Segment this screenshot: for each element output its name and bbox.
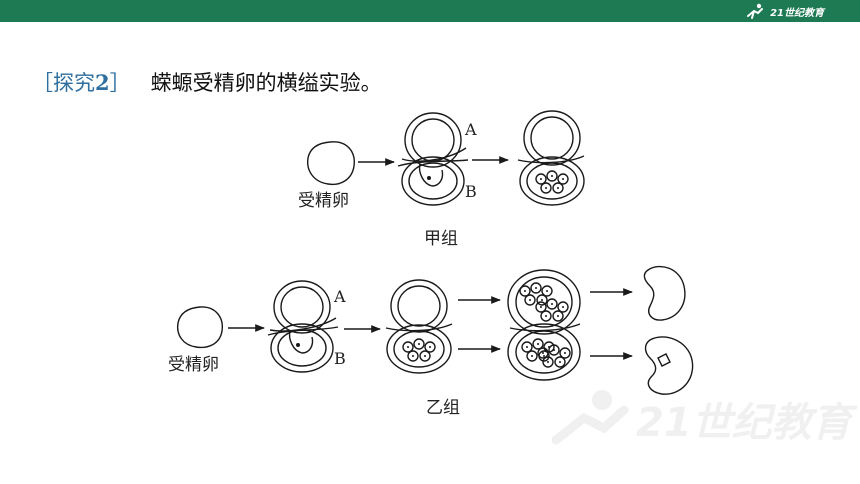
fertilized-egg [307, 141, 355, 186]
egg-label: 受精卵 [298, 191, 349, 211]
dividing-embryo [517, 110, 585, 206]
watermark: 21世纪教育 [551, 390, 858, 446]
constricted-egg [397, 112, 469, 206]
embryo-upper [643, 265, 686, 321]
group-b-caption: 乙组 [426, 398, 460, 418]
dividing-embryo [385, 279, 453, 374]
watermark-text: 21世纪教育 [636, 400, 858, 446]
embryo-lower [644, 336, 694, 395]
page-title: 蝾螈受精卵的横缢实验。 [150, 71, 382, 95]
section-title: ［探究2］ 蝾螈受精卵的横缢实验。 [32, 66, 382, 98]
label-b: B [334, 349, 346, 368]
section-tag: ［探究2］ [32, 70, 131, 95]
top-banner: 21世纪教育 [0, 0, 860, 22]
group-b: 受精卵 A B [168, 265, 694, 418]
fertilized-egg [176, 306, 223, 349]
runner-logo-icon [747, 3, 764, 19]
released-embryo [507, 269, 581, 381]
runner-logo-icon [551, 390, 629, 445]
brand-text: 21世纪教育 [770, 7, 824, 19]
group-a: 受精卵 A B 甲组 [298, 110, 585, 249]
label-b: B [465, 182, 477, 201]
brand-logo: 21世纪教育 [745, 2, 824, 20]
group-a-caption: 甲组 [424, 229, 458, 249]
constricted-egg [267, 280, 339, 373]
label-a: A [464, 120, 477, 139]
egg-label: 受精卵 [168, 355, 219, 375]
label-a: A [333, 287, 346, 306]
